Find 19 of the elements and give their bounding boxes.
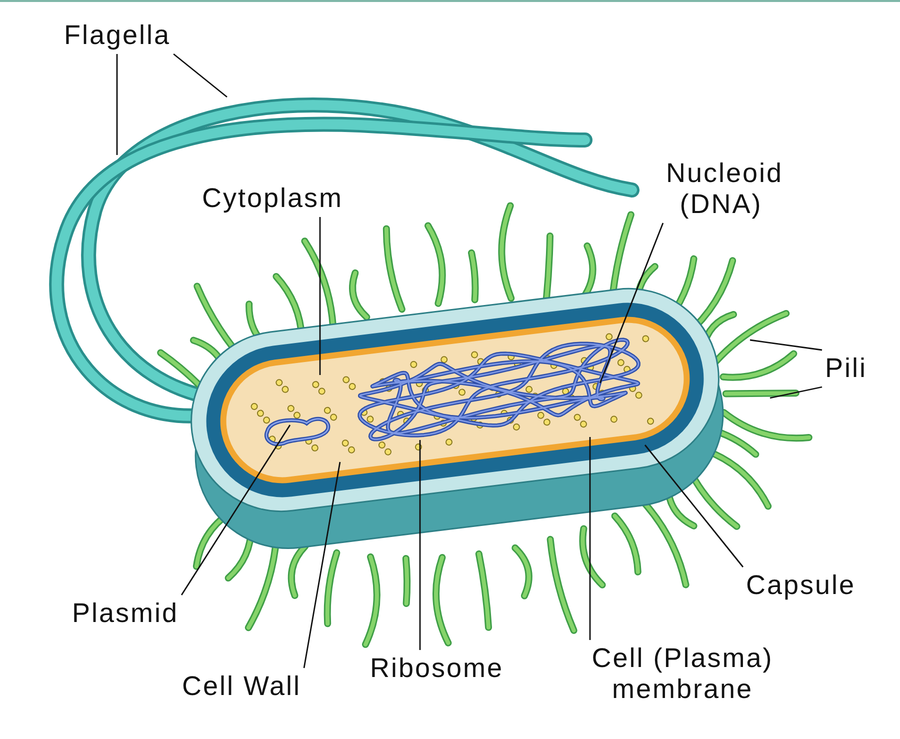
leader-line [173, 53, 228, 98]
leader-line [770, 386, 822, 399]
leader-line [319, 217, 321, 375]
leader-line [599, 222, 664, 384]
leader-line [419, 440, 421, 650]
part-label: Flagella [64, 20, 171, 51]
leader-line [750, 339, 822, 351]
leader-line [644, 444, 744, 568]
leader-line [589, 437, 591, 640]
leader-line [303, 462, 341, 668]
part-label: Pili [825, 353, 868, 384]
leader-line [116, 54, 118, 155]
part-label: Capsule [746, 570, 856, 601]
part-label: Ribosome [370, 653, 504, 684]
part-label: Plasmid [72, 598, 179, 629]
leader-line [180, 424, 291, 596]
part-label: Cytoplasm [202, 183, 344, 214]
part-label: Cell Wall [182, 671, 302, 702]
part-label: Cell (Plasma) membrane [570, 643, 795, 705]
